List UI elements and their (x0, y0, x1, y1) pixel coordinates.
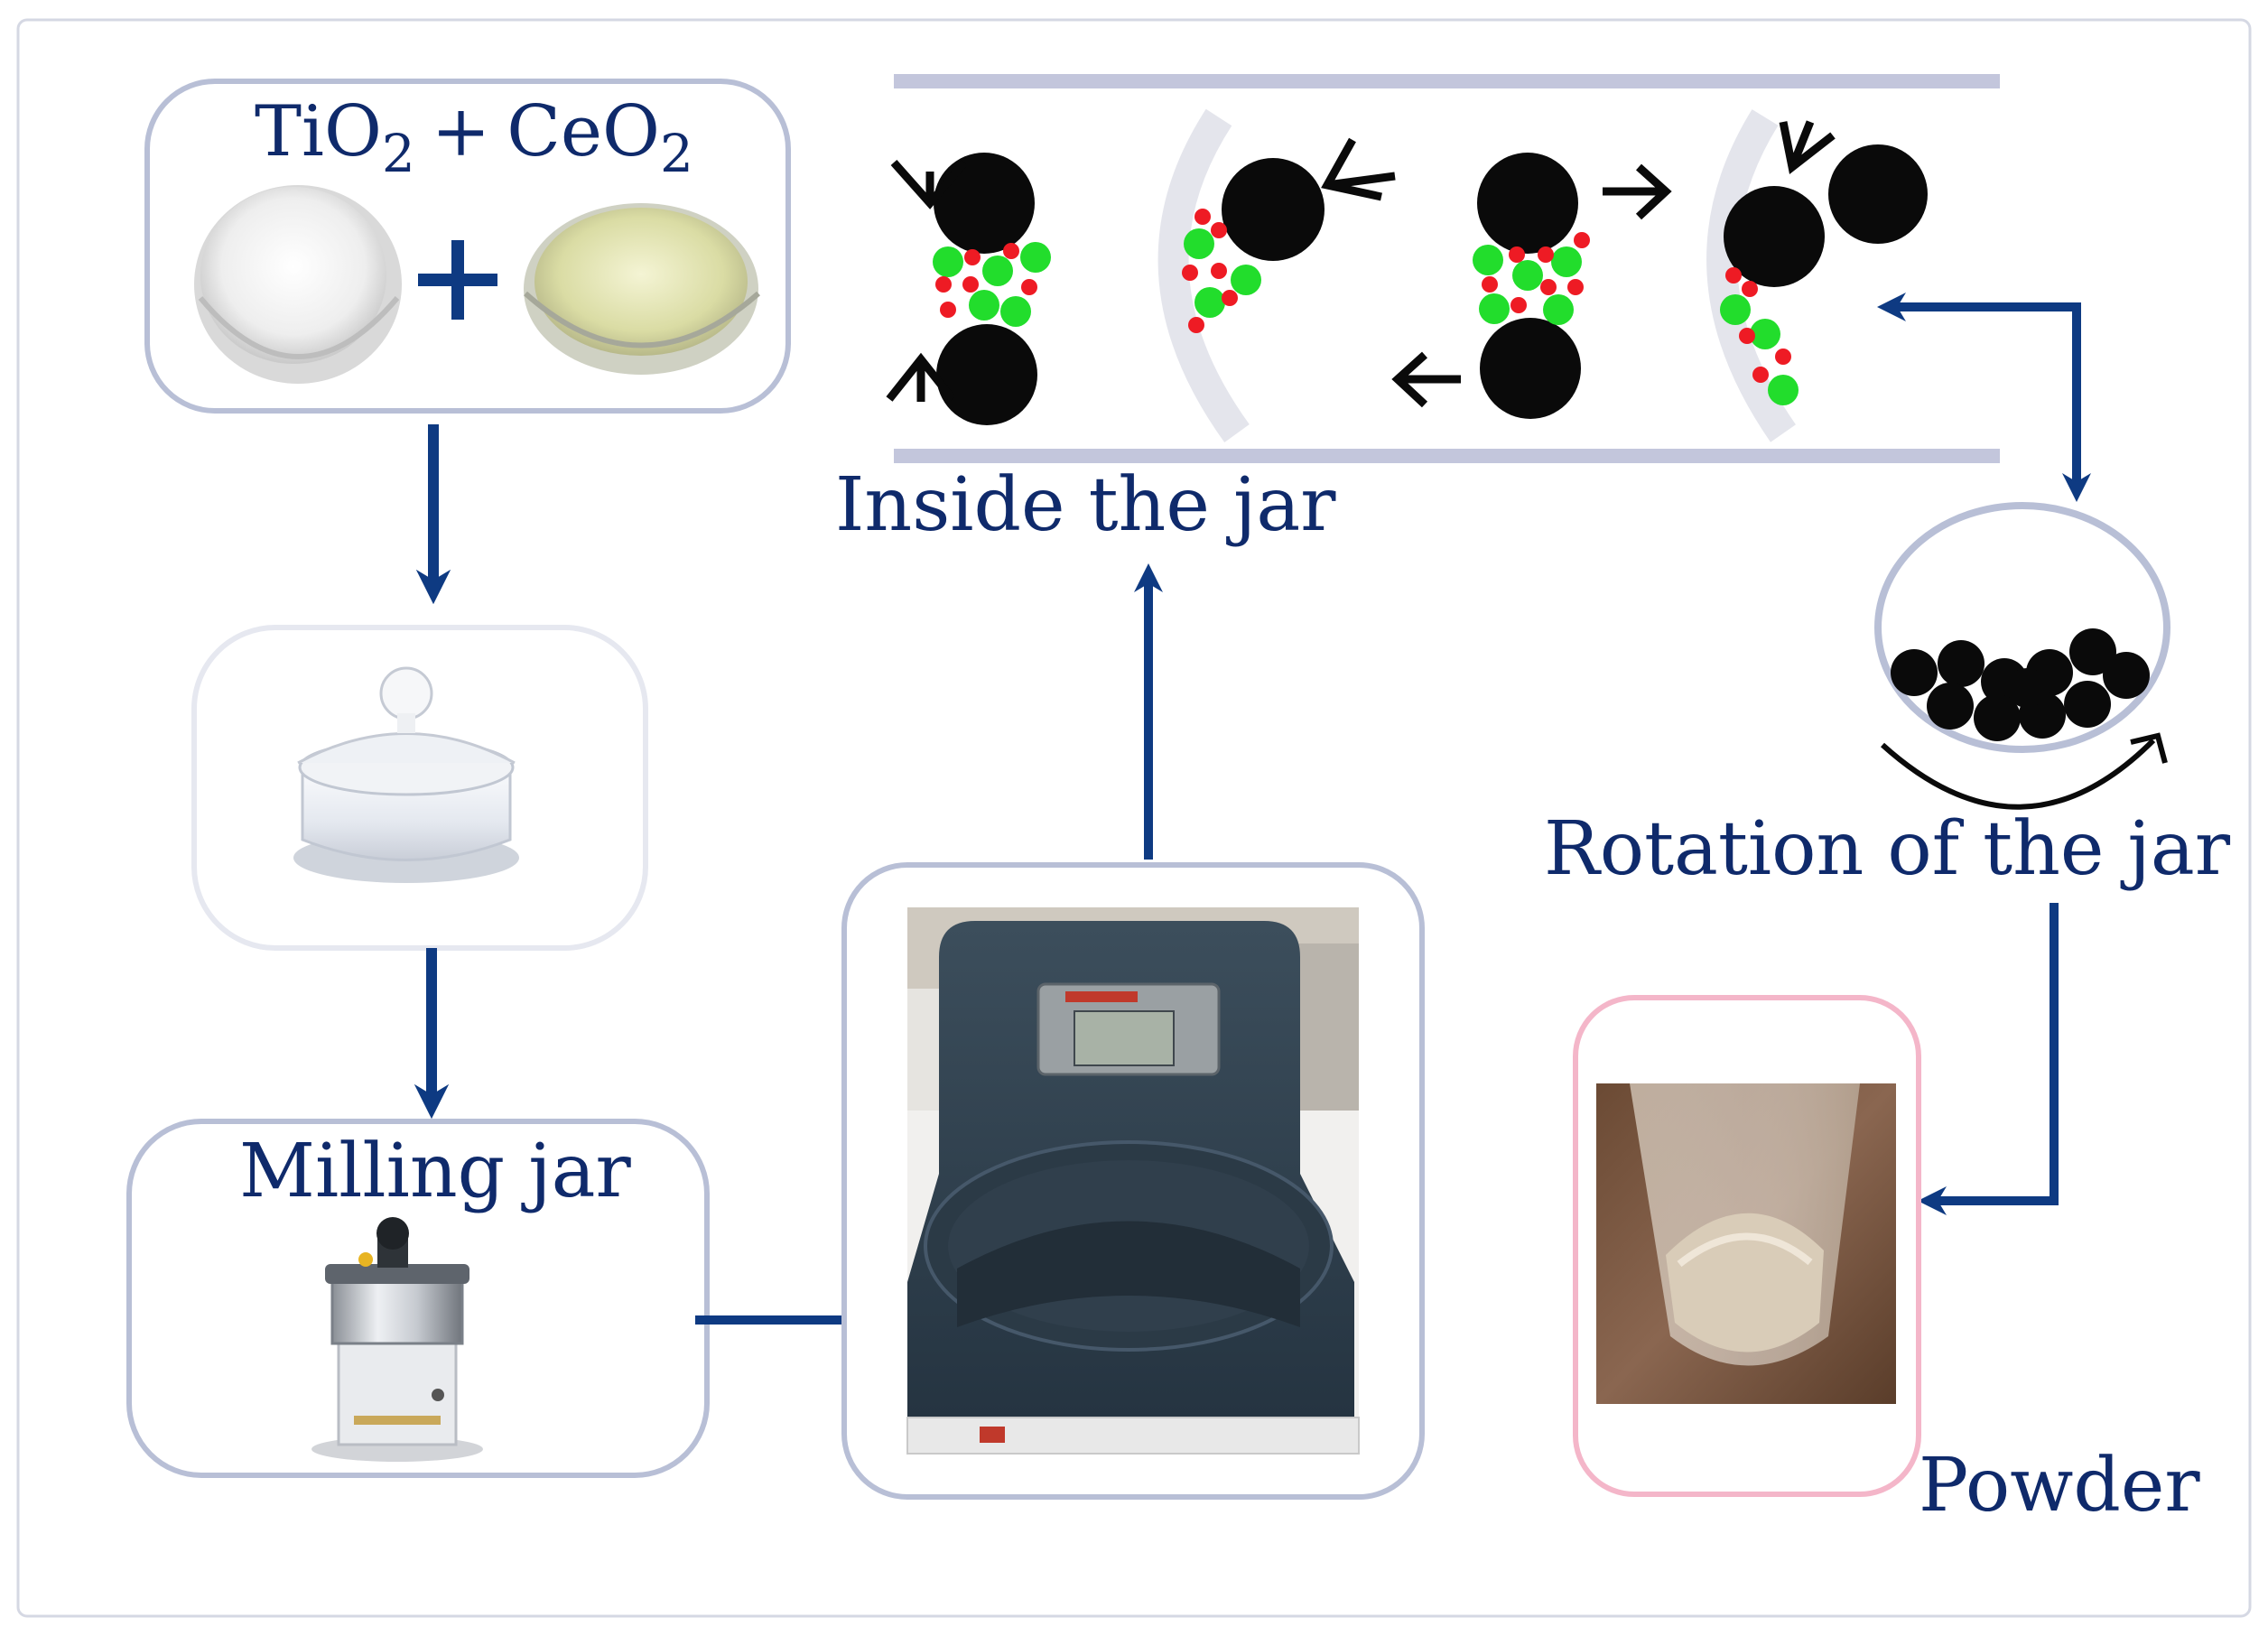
green-particles (1184, 228, 1261, 318)
milling-balls-group (1891, 628, 2150, 741)
green-particles (933, 242, 1051, 327)
milling-stage-ball-collision (1720, 120, 1928, 405)
milling-ball-icon (1480, 318, 1581, 419)
milling-ball-icon (1222, 158, 1325, 261)
ball-mill-machine-box (841, 862, 1425, 1500)
tio2-powder-dish (194, 185, 402, 384)
tio2-subscript: 2 (382, 123, 415, 184)
milling-jar-box: Milling jar (126, 1119, 710, 1478)
red-particles (935, 243, 1037, 318)
svg-text:TiO2+CeO2: TiO2+CeO2 (255, 91, 693, 184)
ceo2-subscript: 2 (660, 123, 693, 184)
milling-ball-icon (1724, 186, 1825, 287)
milling-jar-icon (311, 1217, 483, 1462)
milling-stage-wall-impact (1182, 137, 1396, 333)
arrow-icon (1603, 163, 1672, 220)
plus-icon (418, 240, 497, 320)
green-particles (1473, 245, 1582, 325)
red-particles (1725, 267, 1791, 383)
precursors-box: TiO2+CeO2 (144, 79, 791, 414)
powder-label: Powder (1919, 1443, 2200, 1529)
milling-jar-label: Milling jar (239, 1129, 632, 1214)
arrow-icon (890, 160, 968, 209)
glass-container-box (191, 625, 648, 951)
arrow-icon (1321, 137, 1396, 201)
glass-container-icon (293, 666, 519, 883)
milling-ball-icon (934, 153, 1035, 254)
red-particles (1482, 232, 1590, 313)
milling-stage-shear (1391, 153, 1672, 419)
tio2-label: TiO (255, 91, 382, 172)
jar-curved-wall-1 (1157, 108, 1250, 442)
milling-stage-compression (886, 153, 1051, 425)
powder-tube-photo (1596, 1083, 1896, 1404)
green-particles (1720, 294, 1799, 405)
milling-ball-icon (1828, 144, 1928, 244)
flow-arrow-6 (1917, 903, 2059, 1216)
flow-arrow-5 (1876, 292, 2092, 503)
rotation-label: Rotation of the jar (1544, 806, 2231, 892)
ceo2-powder-dish (523, 203, 760, 375)
red-particles (1182, 209, 1238, 333)
milling-ball-icon (1477, 153, 1578, 254)
powder-box: Powder (1573, 995, 2200, 1529)
inside-jar-panel: Inside the jar (835, 74, 2000, 548)
jar-curved-wall-2 (1706, 109, 1796, 442)
milling-ball-icon (936, 324, 1037, 425)
rotation-panel: Rotation of the jar (1544, 502, 2231, 892)
ceo2-label: CeO (507, 91, 660, 172)
outer-frame (16, 18, 2252, 1618)
inside-jar-label: Inside the jar (835, 462, 1336, 548)
arrow-icon (1779, 120, 1836, 175)
arrow-icon (1391, 351, 1461, 408)
plus-label: + (432, 91, 490, 172)
rotation-arrow-icon (1880, 738, 2156, 810)
ball-mill-machine-photo (906, 907, 1360, 1455)
arrow-icon (886, 352, 956, 402)
